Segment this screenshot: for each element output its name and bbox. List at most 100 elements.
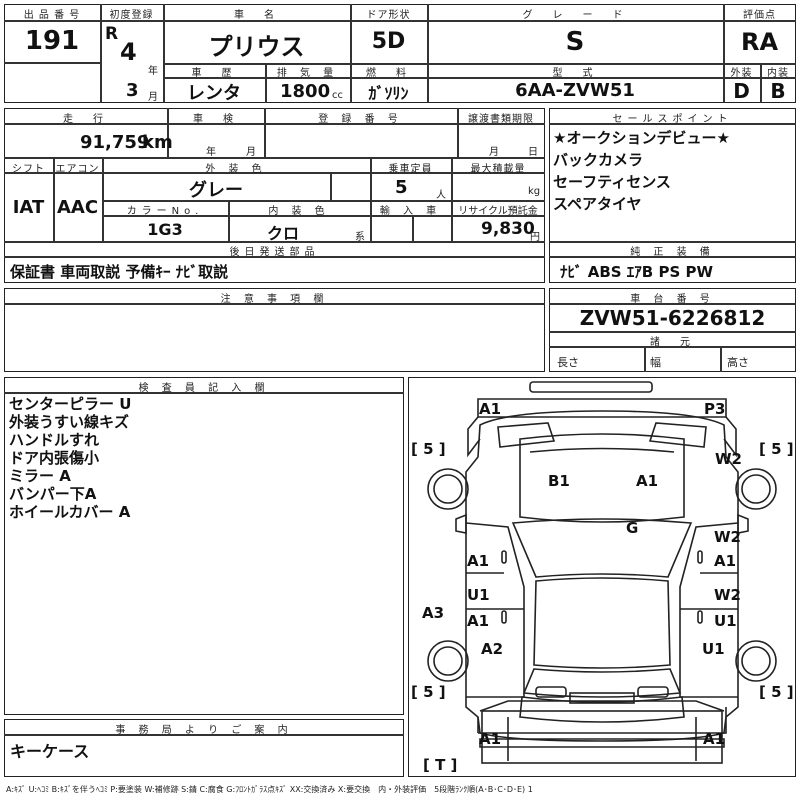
lot-number-header: 出 品 番 号	[23, 10, 81, 21]
model-header: 型 式	[552, 68, 598, 79]
aircon: AAC	[56, 197, 99, 218]
inspection-header: 車 検	[193, 114, 238, 125]
later-parts-header: 後日発送部品	[229, 247, 320, 258]
dim-length: 長さ	[557, 356, 579, 369]
chassis-number: ZVW51-6226812	[579, 306, 766, 330]
diag-tire-fr: [ 5 ]	[759, 440, 794, 458]
diag-roof: G	[626, 519, 639, 537]
transfer-header: 譲渡書類期限	[468, 114, 534, 125]
diag-wheel-rr: U1	[702, 640, 725, 658]
diag-wheel-fr: W2	[715, 450, 742, 468]
recycle-unit: 円	[530, 232, 540, 243]
fuel: ｶﾞｿﾘﾝ	[368, 84, 409, 103]
capacity: 5	[395, 177, 408, 198]
fuel-header: 燃 料	[366, 68, 411, 79]
import-header: 輸 入 車	[379, 206, 442, 217]
exterior-color: グレー	[189, 180, 243, 201]
dim-width: 幅	[650, 356, 661, 369]
recycle-header: リサイクル預託金	[458, 206, 538, 217]
chassis-header: 車 台 番 号	[630, 294, 715, 305]
car-name: プリウス	[208, 33, 305, 61]
office-block	[4, 719, 404, 777]
grade: S	[565, 27, 585, 57]
recycle-fee: 9,830	[481, 219, 535, 239]
diag-door-rr-bottom: U1	[714, 612, 737, 630]
chassis-block	[549, 288, 796, 372]
transfer-day-unit: 日	[528, 147, 538, 158]
mileage-unit: km	[142, 132, 173, 153]
first-reg-era: R	[105, 24, 119, 44]
inspector-note: 外装うすい線キズ	[9, 413, 130, 431]
registration-header: 登 録 番 号	[318, 114, 403, 125]
sales-point-block	[549, 108, 796, 283]
score-header: 評価点	[743, 10, 776, 21]
displacement-unit: cc	[332, 90, 343, 101]
inspector-note: ミラー A	[9, 467, 71, 485]
aircon-header: エアコン	[55, 164, 100, 175]
mileage: 91,759	[80, 132, 150, 153]
diag-door-fr-top: W2	[714, 528, 741, 546]
notes-block	[4, 288, 545, 372]
car-name-header: 車 名	[234, 10, 279, 21]
color-no: 1G3	[147, 220, 183, 239]
specs-header: 諸 元	[650, 337, 695, 348]
inspector-note: ドア内張傷小	[9, 449, 100, 467]
first-reg-month-unit: 月	[148, 92, 158, 103]
diag-front-left: A1	[479, 400, 502, 418]
model-code: 6AA-ZVW51	[515, 80, 635, 101]
diag-tire-fl: [ 5 ]	[411, 440, 446, 458]
capacity-header: 乗車定員	[388, 164, 433, 175]
inspection-year-unit: 年	[206, 147, 216, 158]
shift-header: シフト	[12, 164, 45, 175]
later-parts: 保証書 車両取説 予備ｷｰ ﾅﾋﾞ取説	[10, 263, 229, 281]
capacity-unit: 人	[436, 190, 446, 201]
interior-color-unit: 系	[355, 232, 365, 243]
equipment: ﾅﾋﾞ ABS ｴｱB PS PW	[560, 263, 714, 281]
mileage-header: 走 行	[63, 114, 108, 125]
history-header: 車 歴	[191, 68, 237, 79]
interior-grade: B	[770, 79, 786, 103]
inspector-note: センターピラー U	[9, 395, 132, 413]
details-block	[4, 108, 545, 283]
interior-color-header: 内 装 色	[268, 206, 330, 217]
diag-front-right: P3	[704, 400, 726, 418]
diag-wheel-rl: A2	[481, 640, 504, 658]
interior-color: クロ	[266, 224, 299, 243]
diag-hood-left: B1	[548, 472, 570, 490]
diag-tire-rl: [ 5 ]	[411, 683, 446, 701]
inspector-note: バンパー下A	[9, 485, 97, 503]
inspection-month-unit: 月	[246, 147, 256, 158]
lot-number: 191	[24, 26, 80, 56]
shift: IAT	[12, 197, 45, 218]
exterior-grade-header: 外装	[730, 68, 753, 79]
sales-point-item: ★オークションデビュー★	[553, 129, 730, 147]
diag-pillar-left: A3	[422, 604, 445, 622]
diag-door-rl-top: U1	[467, 586, 490, 604]
first-reg-year: 4	[120, 38, 137, 66]
diag-hood-right: A1	[636, 472, 659, 490]
legend: A:ｷｽﾞ U:ﾍｺﾐ B:ｷｽﾞを伴うﾍｺﾐ P:要塗装 W:補修跡 S:錆 …	[6, 785, 533, 794]
diag-door-fl: A1	[467, 552, 490, 570]
inspector-notes-list: センターピラー U 外装うすい線キズ ハンドルすれ ドア内張傷小 ミラー A バ…	[9, 395, 131, 521]
doors-header: ドア形状	[366, 10, 411, 21]
diag-door-fr-bottom: A1	[714, 552, 737, 570]
sales-point-item: セーフティセンス	[553, 173, 671, 191]
sales-point-item: バックカメラ	[553, 151, 644, 169]
load-unit: kg	[528, 186, 541, 197]
diag-door-rl-bottom: A1	[467, 612, 490, 630]
history: レンタ	[187, 83, 241, 104]
dim-height: 高さ	[727, 356, 749, 369]
transfer-month-unit: 月	[489, 147, 499, 158]
car-diagram	[427, 381, 777, 764]
diag-door-rr-top: W2	[714, 586, 741, 604]
first-reg-year-unit: 年	[148, 66, 158, 77]
diag-spare: [ T ]	[423, 756, 458, 774]
office-note: キーケース	[10, 742, 90, 761]
sales-point-header: セールスポイント	[612, 114, 733, 125]
diag-tire-rr: [ 5 ]	[759, 683, 794, 701]
genuine-header: 純 正 装 備	[630, 247, 715, 258]
office-header: 事 務 局 よ り ご 案 内	[115, 725, 293, 736]
inspector-note: ハンドルすれ	[9, 431, 100, 449]
exterior-color-header: 外 装 色	[205, 164, 267, 175]
sales-point-item: スペアタイヤ	[553, 195, 642, 213]
